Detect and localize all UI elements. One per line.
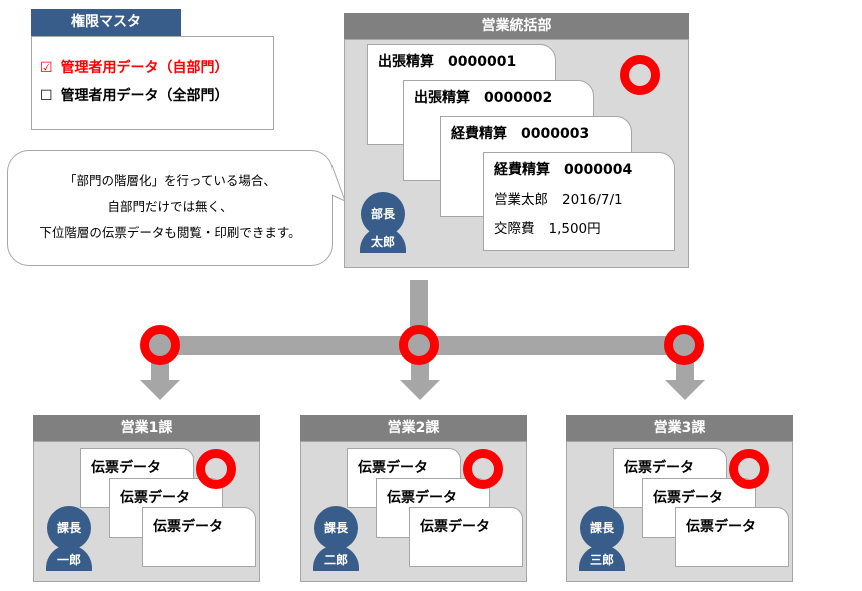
checkbox-unchecked[interactable]: ☐: [40, 88, 53, 104]
section-panel: 営業2課 伝票データ 伝票データ 伝票データ 二郎 課長: [300, 415, 527, 582]
voucher-item: 交際費: [494, 221, 535, 237]
permission-master-title: 権限マスタ: [31, 9, 181, 36]
option-own-department[interactable]: ☑ 管理者用データ（自部門）: [40, 57, 229, 77]
avatar-head: 課長: [47, 506, 91, 550]
section-panel: 営業3課 伝票データ 伝票データ 伝票データ 三郎 課長: [566, 415, 793, 582]
voucher-card[interactable]: 伝票データ: [675, 507, 789, 567]
allowed-mark-icon: [664, 325, 704, 365]
bubble-tail: [320, 165, 346, 202]
option-all-departments[interactable]: ☐ 管理者用データ（全部門）: [40, 85, 229, 105]
section-body: 伝票データ 伝票データ 伝票データ 二郎 課長: [300, 441, 527, 582]
allowed-mark-icon: [140, 325, 180, 365]
avatar-head: 部長: [361, 192, 405, 236]
allowed-mark-icon: [399, 325, 439, 365]
section-body: 伝票データ 伝票データ 伝票データ 三郎 課長: [566, 441, 793, 582]
voucher-type: 経費精算: [494, 162, 550, 178]
voucher-number: 0000002: [484, 90, 553, 106]
note-line: 下位階層の伝票データも閲覧・印刷できます。: [39, 225, 301, 240]
voucher-number: 0000004: [564, 162, 633, 178]
option-label: 管理者用データ（全部門）: [60, 88, 229, 104]
section-title: 営業1課: [33, 415, 260, 441]
avatar-head: 課長: [580, 506, 624, 550]
voucher-card-detail[interactable]: 経費精算 0000004 営業太郎 2016/7/1 交際費 1,500円: [483, 152, 675, 251]
section-panel: 営業1課 伝票データ 伝票データ 伝票データ 一郎 課長: [33, 415, 260, 582]
arrow-down-icon: [400, 380, 440, 400]
allowed-mark-icon: [463, 449, 503, 489]
section-title: 営業2課: [300, 415, 527, 441]
headquarters-title: 営業統括部: [344, 13, 689, 39]
voucher-card[interactable]: 伝票データ: [409, 507, 523, 567]
voucher-date: 2016/7/1: [562, 192, 623, 208]
voucher-type: 出張精算: [414, 90, 470, 106]
voucher-person: 営業太郎: [494, 192, 548, 208]
voucher-card[interactable]: 伝票データ: [142, 507, 256, 567]
note-line: 「部門の階層化」を行っている場合、: [64, 173, 276, 188]
allowed-mark-icon: [729, 449, 769, 489]
arrow-down-icon: [140, 380, 180, 400]
option-label: 管理者用データ（自部門）: [60, 60, 229, 76]
note-line: 自部門だけでは無く、: [107, 199, 233, 214]
voucher-number: 0000001: [448, 54, 517, 70]
section-title: 営業3課: [566, 415, 793, 441]
note-bubble: 「部門の階層化」を行っている場合、 自部門だけでは無く、 下位階層の伝票データも…: [7, 150, 333, 266]
checkbox-checked[interactable]: ☑: [40, 60, 53, 76]
arrow-down-icon: [665, 380, 705, 400]
permission-master-panel: ☑ 管理者用データ（自部門） ☐ 管理者用データ（全部門）: [31, 36, 274, 130]
avatar-head: 課長: [314, 506, 358, 550]
voucher-type: 経費精算: [451, 126, 507, 142]
section-body: 伝票データ 伝票データ 伝票データ 一郎 課長: [33, 441, 260, 582]
allowed-mark-icon: [196, 449, 236, 489]
voucher-amount: 1,500円: [548, 221, 601, 237]
voucher-type: 出張精算: [378, 54, 434, 70]
allowed-mark-icon: [620, 55, 660, 95]
voucher-number: 0000003: [521, 126, 590, 142]
